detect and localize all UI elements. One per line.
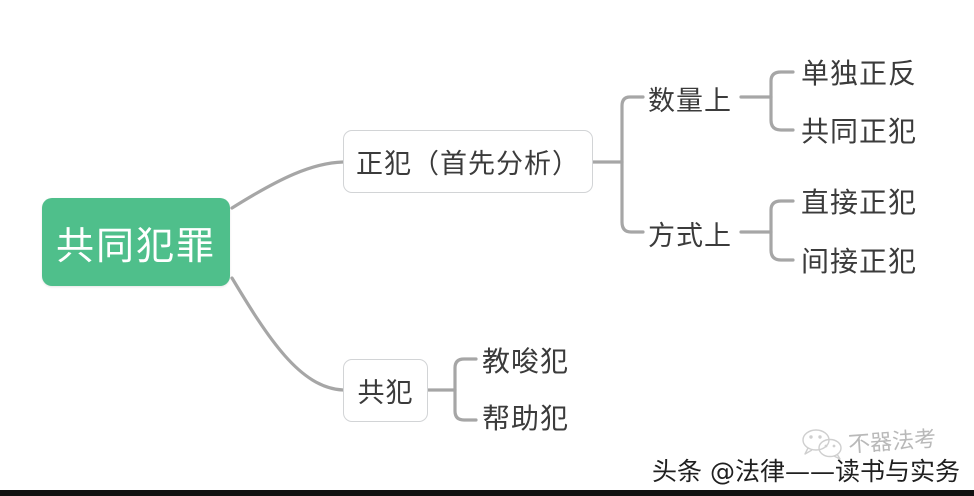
node-indirect-principal[interactable]: 间接正犯	[801, 245, 918, 278]
node-principal-offender[interactable]: 正犯（首先分析）	[343, 130, 593, 193]
wechat-icon	[802, 429, 842, 460]
node-instigator[interactable]: 教唆犯	[482, 345, 570, 378]
edge-root-to-gongfan	[230, 276, 345, 392]
edge-gongfan-bracket	[453, 357, 478, 422]
edge-zhengfan-bracket	[620, 95, 645, 234]
bottom-bar	[0, 490, 974, 496]
node-sole-principal[interactable]: 单独正反	[801, 57, 918, 90]
edge-root-to-zhengfan	[230, 160, 345, 210]
node-direct-principal[interactable]: 直接正犯	[801, 186, 918, 219]
watermark-main-text: 头条 @法律——读书与实务	[652, 457, 960, 486]
node-by-quantity[interactable]: 数量上	[648, 85, 732, 117]
edge-fangshi-bracket	[769, 199, 795, 262]
node-accomplice[interactable]: 共犯	[343, 359, 428, 422]
node-abettor[interactable]: 帮助犯	[482, 402, 570, 435]
node-joint-principal[interactable]: 共同正犯	[801, 115, 918, 148]
edge-shuliang-bracket	[769, 70, 795, 132]
node-by-manner[interactable]: 方式上	[648, 220, 732, 252]
node-root-joint-crime[interactable]: 共同犯罪	[42, 198, 230, 286]
